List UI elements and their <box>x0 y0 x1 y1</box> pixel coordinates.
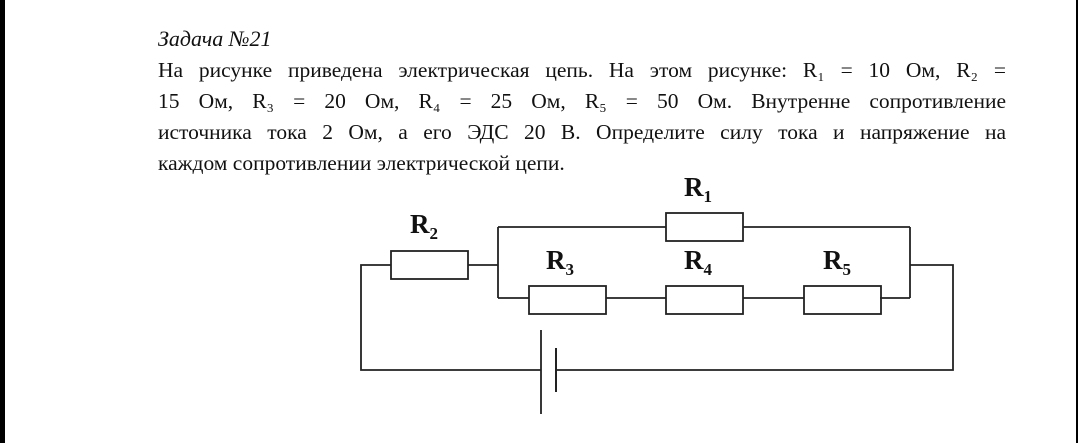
task-text-line-4: каждом сопротивлении электрической цепи. <box>158 151 565 175</box>
resistor-r3 <box>528 285 607 315</box>
label-r2: R2 <box>410 209 438 243</box>
resistor-r5 <box>803 285 882 315</box>
label-r3: R3 <box>546 245 574 279</box>
task-text-line-2: 15 Ом, R₃ = 20 Ом, R₄ = 25 Ом, R₅ = 50 О… <box>158 89 1006 113</box>
page-right-border <box>1076 0 1078 443</box>
label-r1: R1 <box>684 172 712 206</box>
task-text-line-3: источника тока 2 Ом, а его ЭДС 20 В. Опр… <box>158 120 1006 144</box>
task-text-line-1: На рисунке приведена электрическая цепь.… <box>158 58 1006 82</box>
task-title: Задача №21 <box>158 26 272 51</box>
wire-left-outer <box>360 264 541 371</box>
page-left-border <box>0 0 5 443</box>
task-text: На рисунке приведена электрическая цепь.… <box>158 55 1006 179</box>
resistor-r2 <box>390 250 469 280</box>
resistor-r1 <box>665 212 744 242</box>
wire-right-outer <box>556 264 954 371</box>
resistor-r4 <box>665 285 744 315</box>
label-r5: R5 <box>823 245 851 279</box>
label-r4: R4 <box>684 245 713 279</box>
